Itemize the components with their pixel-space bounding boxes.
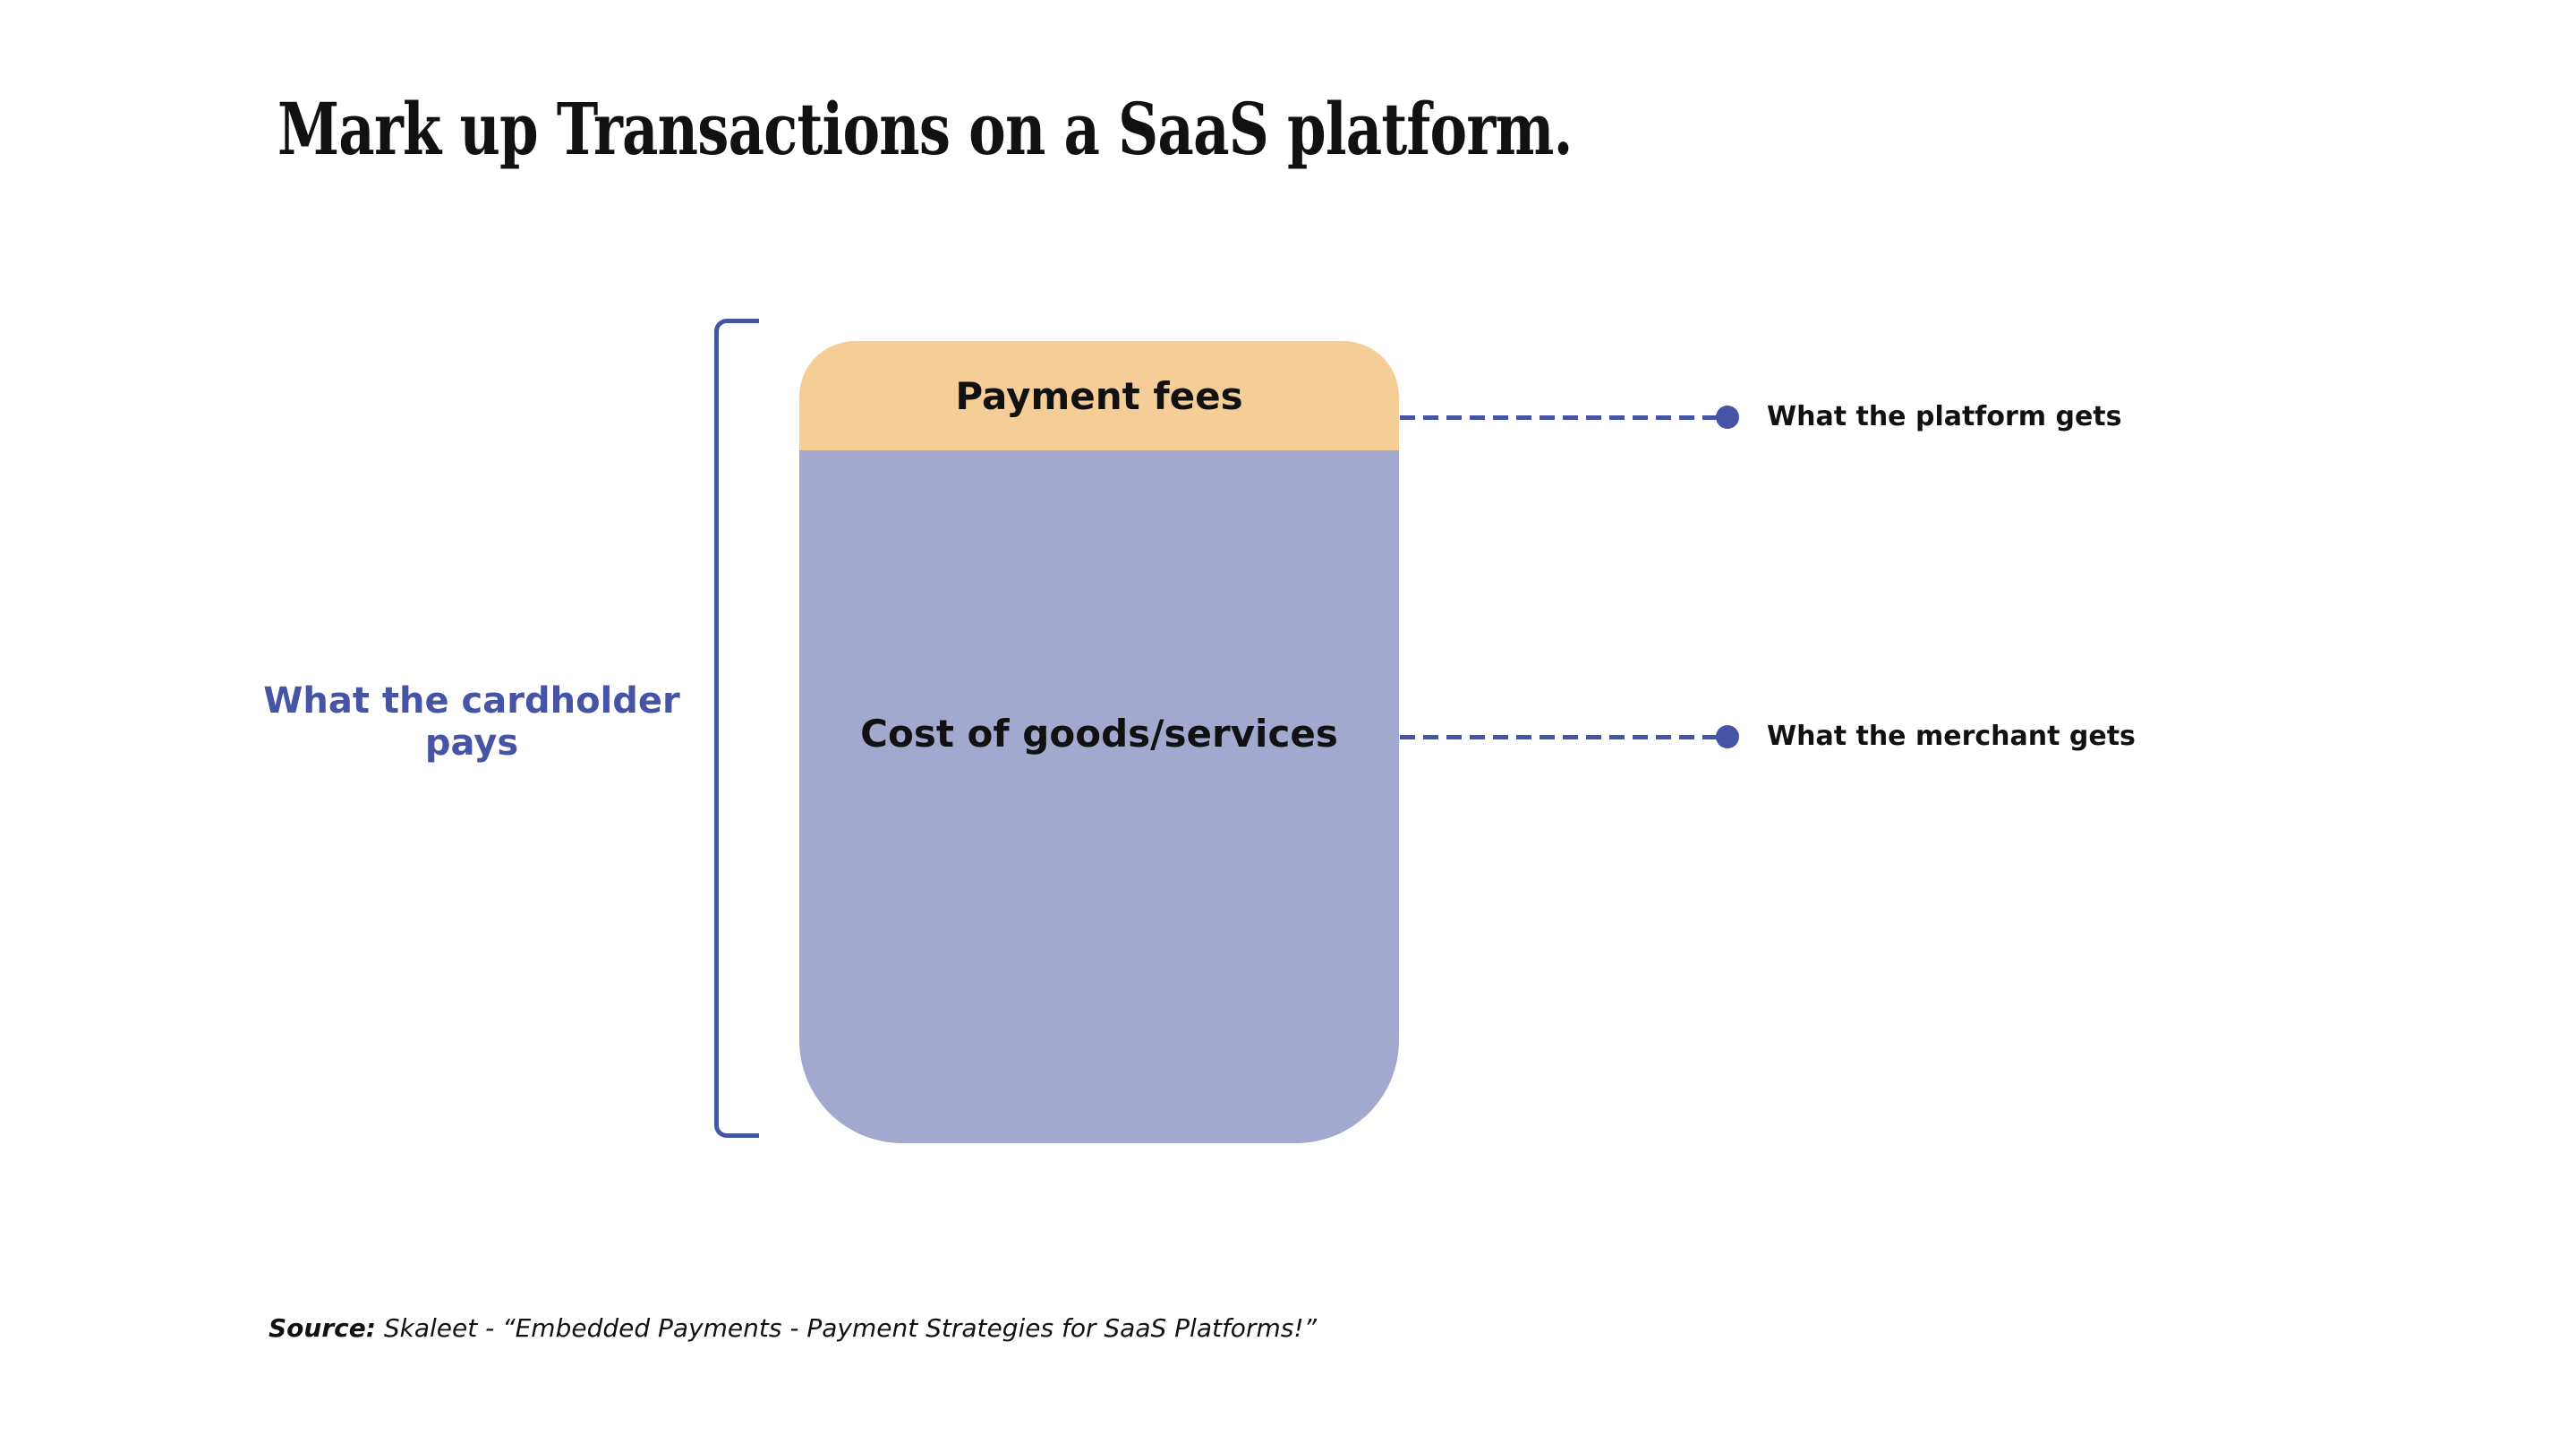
platform-callout-dashed-line bbox=[1400, 415, 1717, 420]
merchant-callout-dot-icon bbox=[1716, 725, 1739, 748]
cost-of-goods-segment: Cost of goods/services bbox=[799, 450, 1399, 1143]
platform-callout-dot-icon bbox=[1716, 406, 1739, 429]
merchant-gets-label: What the merchant gets bbox=[1767, 721, 2136, 752]
payment-fees-segment: Payment fees bbox=[799, 341, 1399, 450]
source-note: Source: Skaleet - “Embedded Payments - P… bbox=[269, 1312, 1317, 1345]
cardholder-bracket bbox=[714, 319, 759, 1138]
page-title: Mark up Transactions on a SaaS platform. bbox=[277, 87, 1573, 171]
transaction-stack: Payment fees Cost of goods/services bbox=[799, 341, 1399, 1143]
payment-fees-label: Payment fees bbox=[955, 373, 1243, 418]
merchant-callout-dashed-line bbox=[1400, 735, 1717, 739]
platform-gets-label: What the platform gets bbox=[1767, 401, 2122, 432]
cardholder-pays-label: What the cardholder pays bbox=[263, 680, 680, 764]
source-citation: Skaleet - “Embedded Payments - Payment S… bbox=[375, 1313, 1318, 1343]
cost-of-goods-label: Cost of goods/services bbox=[860, 712, 1338, 756]
source-prefix: Source: bbox=[269, 1313, 376, 1343]
